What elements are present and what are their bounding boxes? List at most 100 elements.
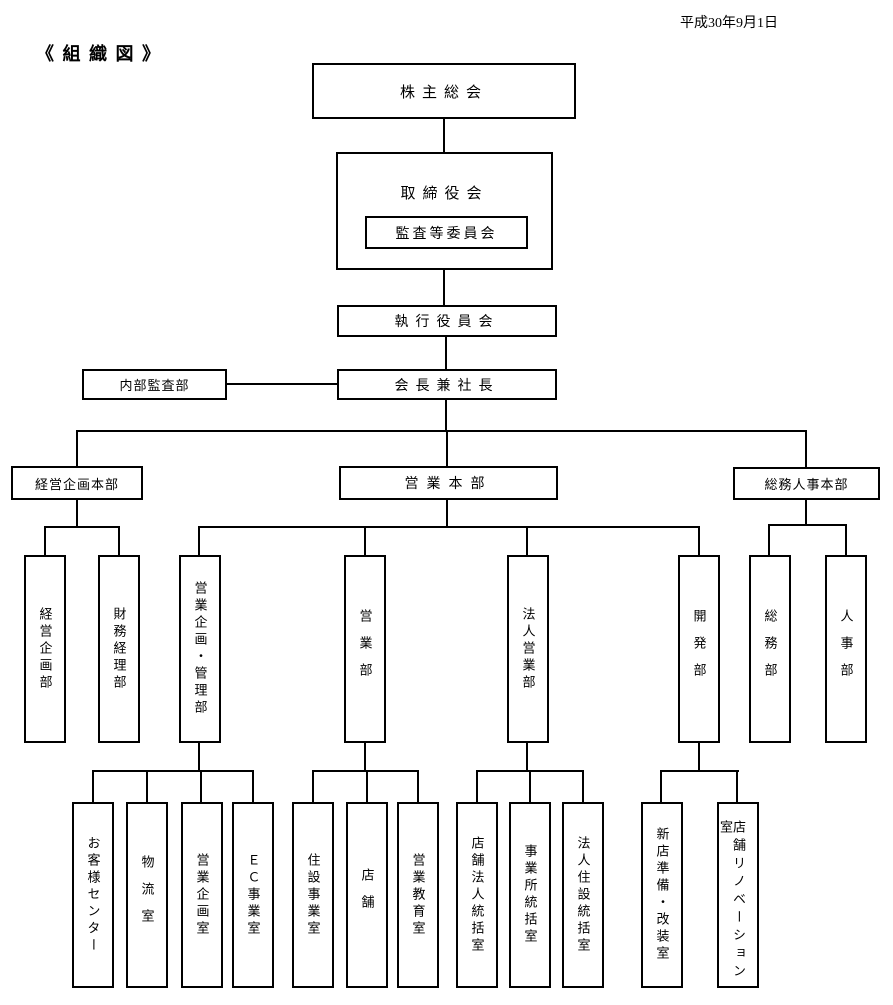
node-label: 店舗リノベーション室 bbox=[718, 820, 746, 982]
node-hr-dept: 人事部 bbox=[825, 555, 867, 743]
node-label: 株主総会 bbox=[399, 84, 488, 101]
connector bbox=[476, 770, 478, 802]
node-label: 人事部 bbox=[838, 608, 854, 690]
node-logistics-office: 物流室 bbox=[126, 802, 168, 988]
node-finance-accounting-dept: 財務経理部 bbox=[98, 555, 140, 743]
node-label: 事業所統括室 bbox=[522, 844, 538, 946]
connector bbox=[446, 430, 448, 466]
node-label: 店舗法人統括室 bbox=[469, 835, 485, 955]
node-customer-center: お客様センター bbox=[72, 802, 114, 988]
node-label: 開発部 bbox=[691, 608, 707, 690]
connector bbox=[736, 770, 738, 802]
node-business-site-supervision-office: 事業所統括室 bbox=[509, 802, 551, 988]
node-board-of-directors: 取締役会 bbox=[336, 152, 553, 270]
node-label: 総務人事本部 bbox=[764, 477, 849, 492]
node-store-renovation-office: 店舗リノベーション室 bbox=[717, 802, 759, 988]
node-sales-dept: 営業部 bbox=[344, 555, 386, 743]
node-development-dept: 開発部 bbox=[678, 555, 720, 743]
connector bbox=[44, 526, 120, 528]
node-label: 営業企画室 bbox=[194, 852, 210, 938]
connector bbox=[198, 526, 200, 555]
node-label: 経営企画部 bbox=[37, 606, 53, 692]
node-label: 会長兼社長 bbox=[394, 378, 500, 394]
connector bbox=[76, 430, 807, 432]
node-housing-equipment-office: 住設事業室 bbox=[292, 802, 334, 988]
node-internal-audit-dept: 内部監査部 bbox=[82, 369, 227, 400]
node-general-affairs-hr-hq: 総務人事本部 bbox=[733, 467, 880, 500]
connector bbox=[417, 770, 419, 802]
connector bbox=[92, 770, 254, 772]
node-label: 取締役会 bbox=[400, 186, 489, 202]
connector bbox=[118, 526, 120, 555]
node-corporate-housing-supervision-office: 法人住設統括室 bbox=[562, 802, 604, 988]
node-label: 営業教育室 bbox=[410, 852, 426, 938]
connector bbox=[445, 337, 447, 369]
connector bbox=[529, 770, 531, 802]
connector bbox=[443, 119, 445, 152]
connector bbox=[660, 770, 662, 802]
node-sales-hq: 営業本部 bbox=[339, 466, 558, 500]
connector bbox=[446, 500, 448, 528]
node-corporate-sales-dept: 法人営業部 bbox=[507, 555, 549, 743]
node-sales-training-office: 営業教育室 bbox=[397, 802, 439, 988]
connector bbox=[198, 741, 200, 772]
connector bbox=[227, 383, 337, 385]
node-label: 内部監査部 bbox=[119, 378, 190, 393]
connector bbox=[312, 770, 314, 802]
connector bbox=[445, 400, 447, 432]
node-label: 営業本部 bbox=[404, 477, 493, 492]
connector bbox=[366, 770, 368, 802]
connector bbox=[443, 268, 445, 305]
node-label: お客様センター bbox=[85, 835, 101, 955]
connector bbox=[845, 524, 847, 555]
node-audit-committee: 監査等委員会 bbox=[365, 216, 528, 249]
connector bbox=[768, 524, 847, 526]
node-executive-officers: 執行役員会 bbox=[337, 305, 557, 337]
page-title: 《 組 織 図 》 bbox=[36, 44, 162, 64]
node-label: 法人営業部 bbox=[520, 606, 536, 692]
node-label: ＥＣ事業室 bbox=[245, 852, 261, 938]
node-label: 新店準備・改装室 bbox=[654, 827, 670, 963]
node-store-corporate-supervision-office: 店舗法人統括室 bbox=[456, 802, 498, 988]
connector bbox=[198, 526, 700, 528]
node-new-store-prep-renovation-office: 新店準備・改装室 bbox=[641, 802, 683, 988]
connector bbox=[364, 526, 366, 555]
connector bbox=[805, 500, 807, 526]
node-label: 監査等委員会 bbox=[395, 226, 498, 242]
node-management-planning-hq: 経営企画本部 bbox=[11, 466, 143, 500]
node-shareholders-meeting: 株主総会 bbox=[312, 63, 576, 119]
node-sales-planning-office: 営業企画室 bbox=[181, 802, 223, 988]
connector bbox=[698, 526, 700, 555]
node-ec-business-office: ＥＣ事業室 bbox=[232, 802, 274, 988]
node-management-planning-dept: 経営企画部 bbox=[24, 555, 66, 743]
node-general-affairs-dept: 総務部 bbox=[749, 555, 791, 743]
node-stores: 店舗 bbox=[346, 802, 388, 988]
connector bbox=[768, 524, 770, 555]
connector bbox=[526, 526, 528, 555]
connector bbox=[312, 770, 419, 772]
node-label: 営業部 bbox=[357, 608, 373, 690]
connector bbox=[76, 430, 78, 466]
node-sales-planning-admin-dept: 営業企画・管理部 bbox=[179, 555, 221, 743]
node-chairman-president: 会長兼社長 bbox=[337, 369, 557, 400]
connector bbox=[526, 741, 528, 772]
connector bbox=[698, 741, 700, 772]
connector bbox=[252, 770, 254, 802]
node-label: 執行役員会 bbox=[394, 315, 500, 330]
connector bbox=[200, 770, 202, 802]
connector bbox=[582, 770, 584, 802]
node-label: 財務経理部 bbox=[111, 606, 127, 692]
connector bbox=[364, 741, 366, 772]
connector bbox=[92, 770, 94, 802]
connector bbox=[44, 526, 46, 555]
node-label: 店舗 bbox=[359, 868, 375, 922]
connector bbox=[146, 770, 148, 802]
node-label: 物流室 bbox=[139, 854, 155, 936]
node-label: 住設事業室 bbox=[305, 852, 321, 938]
date-label: 平成30年9月1日 bbox=[680, 16, 778, 31]
node-label: 総務部 bbox=[762, 608, 778, 690]
node-label: 営業企画・管理部 bbox=[192, 581, 208, 717]
node-label: 法人住設統括室 bbox=[575, 835, 591, 955]
connector bbox=[76, 500, 78, 528]
